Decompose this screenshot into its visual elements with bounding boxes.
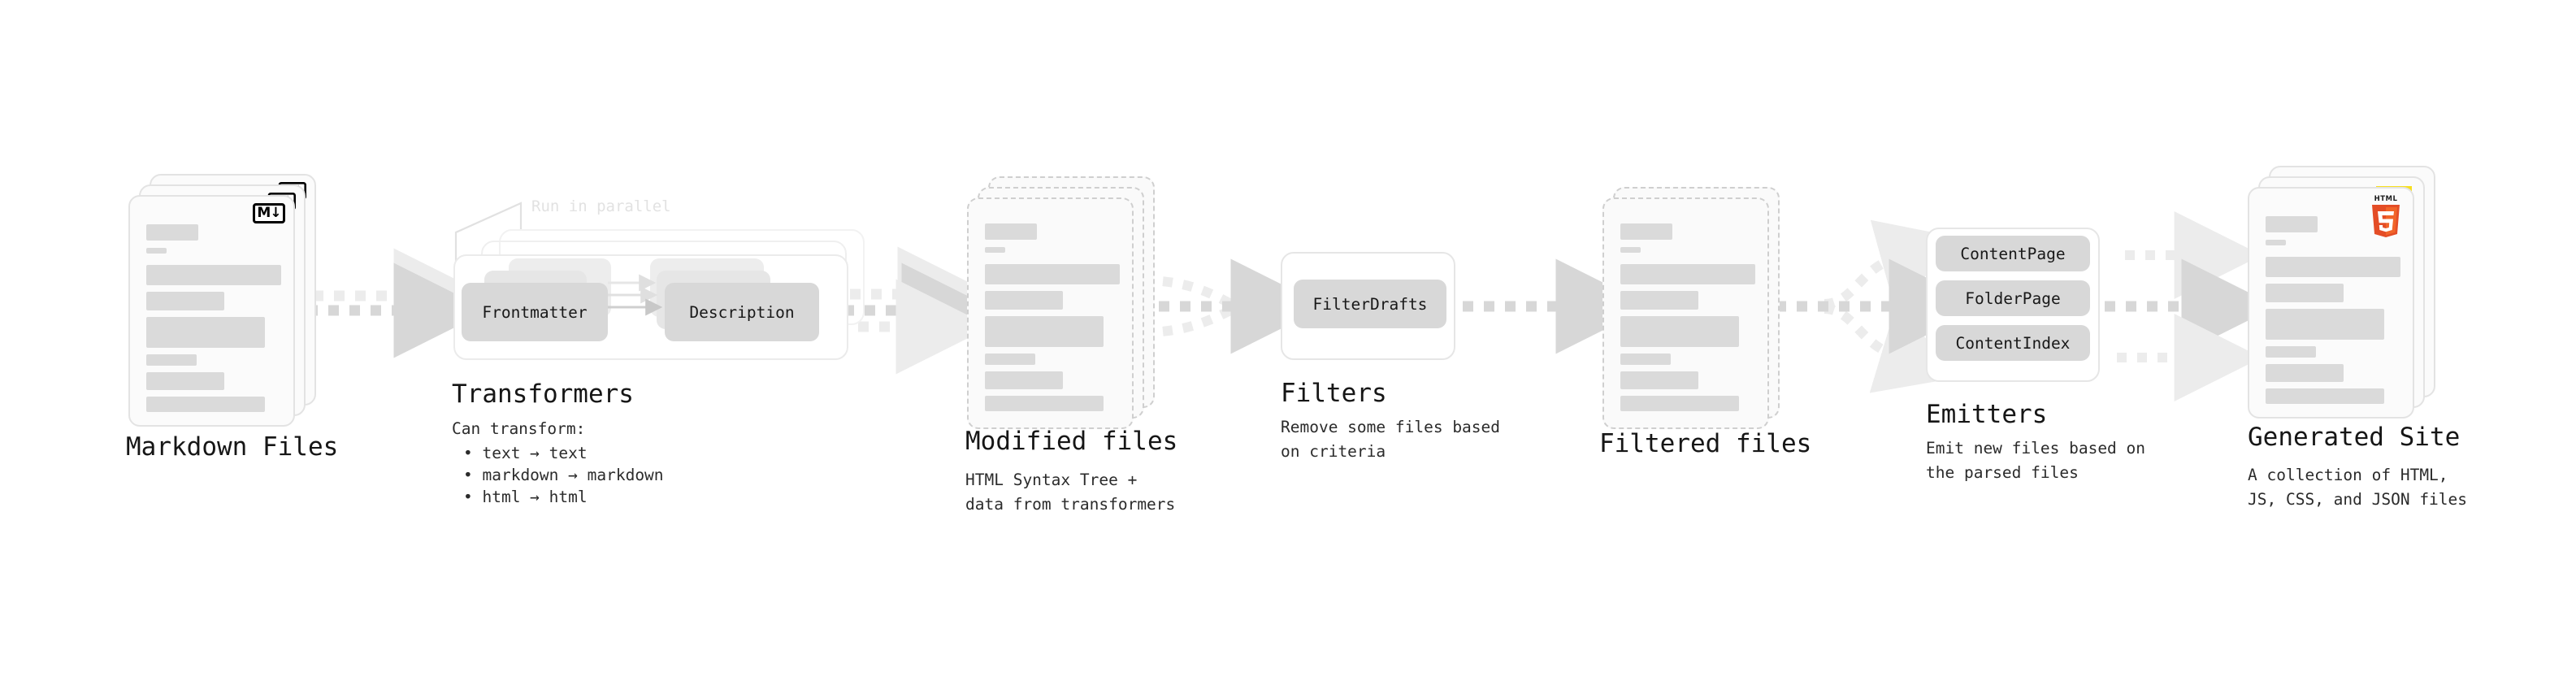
card-content-lines [1620,223,1755,419]
content-bar [1620,354,1671,365]
content-bar [985,354,1035,365]
card-content-lines [2266,216,2400,411]
svg-text:HTML: HTML [2374,195,2398,203]
content-bar [1620,247,1641,253]
transformer-chip-frontmatter[interactable]: Frontmatter [462,283,608,341]
markdown-files-title: Markdown Files [126,432,339,462]
content-bar [1620,396,1739,411]
filters-title: Filters [1281,379,1387,408]
transformers-bullet-2: • html → html [463,488,588,506]
transformers-subtitle: Can transform: [452,419,586,438]
content-bar [2266,216,2318,232]
html5-icon: HTML [2372,195,2400,237]
content-bar [146,354,197,366]
filters-subtitle: Remove some files based on criteria [1281,418,1501,461]
run-in-parallel-bracket [454,202,523,262]
generated-site-title: Generated Site [2248,423,2461,452]
content-bar [146,265,281,285]
filter-chip-filterdrafts[interactable]: FilterDrafts [1294,280,1446,328]
site-file-card-html: HTML [2248,187,2414,419]
content-bar [2266,309,2384,340]
emitters-subtitle: Emit new files based on the parsed files [1926,439,2146,482]
content-bar [146,224,198,241]
markdown-file-card-front: M↓ [128,195,295,427]
arrow-filtered-to-emitters [1776,219,1984,393]
filtered-files-title: Filtered files [1599,429,1812,458]
transformer-chip-description[interactable]: Description [665,283,819,341]
content-bar [985,291,1063,310]
markdown-icon: M↓ [253,203,285,223]
transformer-internal-arrows [608,274,663,316]
generated-site-subtitle: A collection of HTML, JS, CSS, and JSON … [2248,466,2468,509]
content-bar [985,264,1120,284]
content-bar [2266,364,2344,382]
content-bar [985,371,1063,389]
content-bar [2266,346,2316,358]
transformers-bullet-0: • text → text [463,444,588,462]
content-bar [146,397,265,412]
card-content-lines [146,224,281,419]
content-bar [146,248,167,254]
emitter-chip-folderpage[interactable]: FolderPage [1936,280,2090,316]
content-bar [146,372,224,390]
content-bar [146,317,265,348]
content-bar [1620,316,1739,347]
content-bar [2266,240,2286,245]
content-bar [146,292,224,310]
card-content-lines [985,223,1120,419]
modified-files-subtitle: HTML Syntax Tree + data from transformer… [965,471,1176,514]
content-bar [1620,371,1698,389]
content-bar [985,223,1037,240]
content-bar [1620,264,1755,284]
modified-file-card-front [967,197,1134,429]
content-bar [2266,257,2400,277]
transformers-bullet-1: • markdown → markdown [463,466,664,484]
transformers-title: Transformers [452,380,634,409]
content-bar [1620,223,1672,240]
emitter-chip-contentpage[interactable]: ContentPage [1936,236,2090,271]
modified-files-title: Modified files [965,427,1178,456]
content-bar [985,316,1104,347]
content-bar [985,247,1005,253]
arrow-markdown-to-transformers [307,248,489,358]
emitter-chip-contentindex[interactable]: ContentIndex [1936,325,2090,361]
run-in-parallel-note: Run in parallel [531,197,671,215]
arrow-emitters-to-site [2105,211,2277,401]
content-bar [985,396,1104,411]
filtered-file-card-front [1602,197,1769,429]
emitters-title: Emitters [1926,400,2048,429]
content-bar [1620,291,1698,310]
content-bar [2266,388,2384,404]
content-bar [2266,284,2344,302]
